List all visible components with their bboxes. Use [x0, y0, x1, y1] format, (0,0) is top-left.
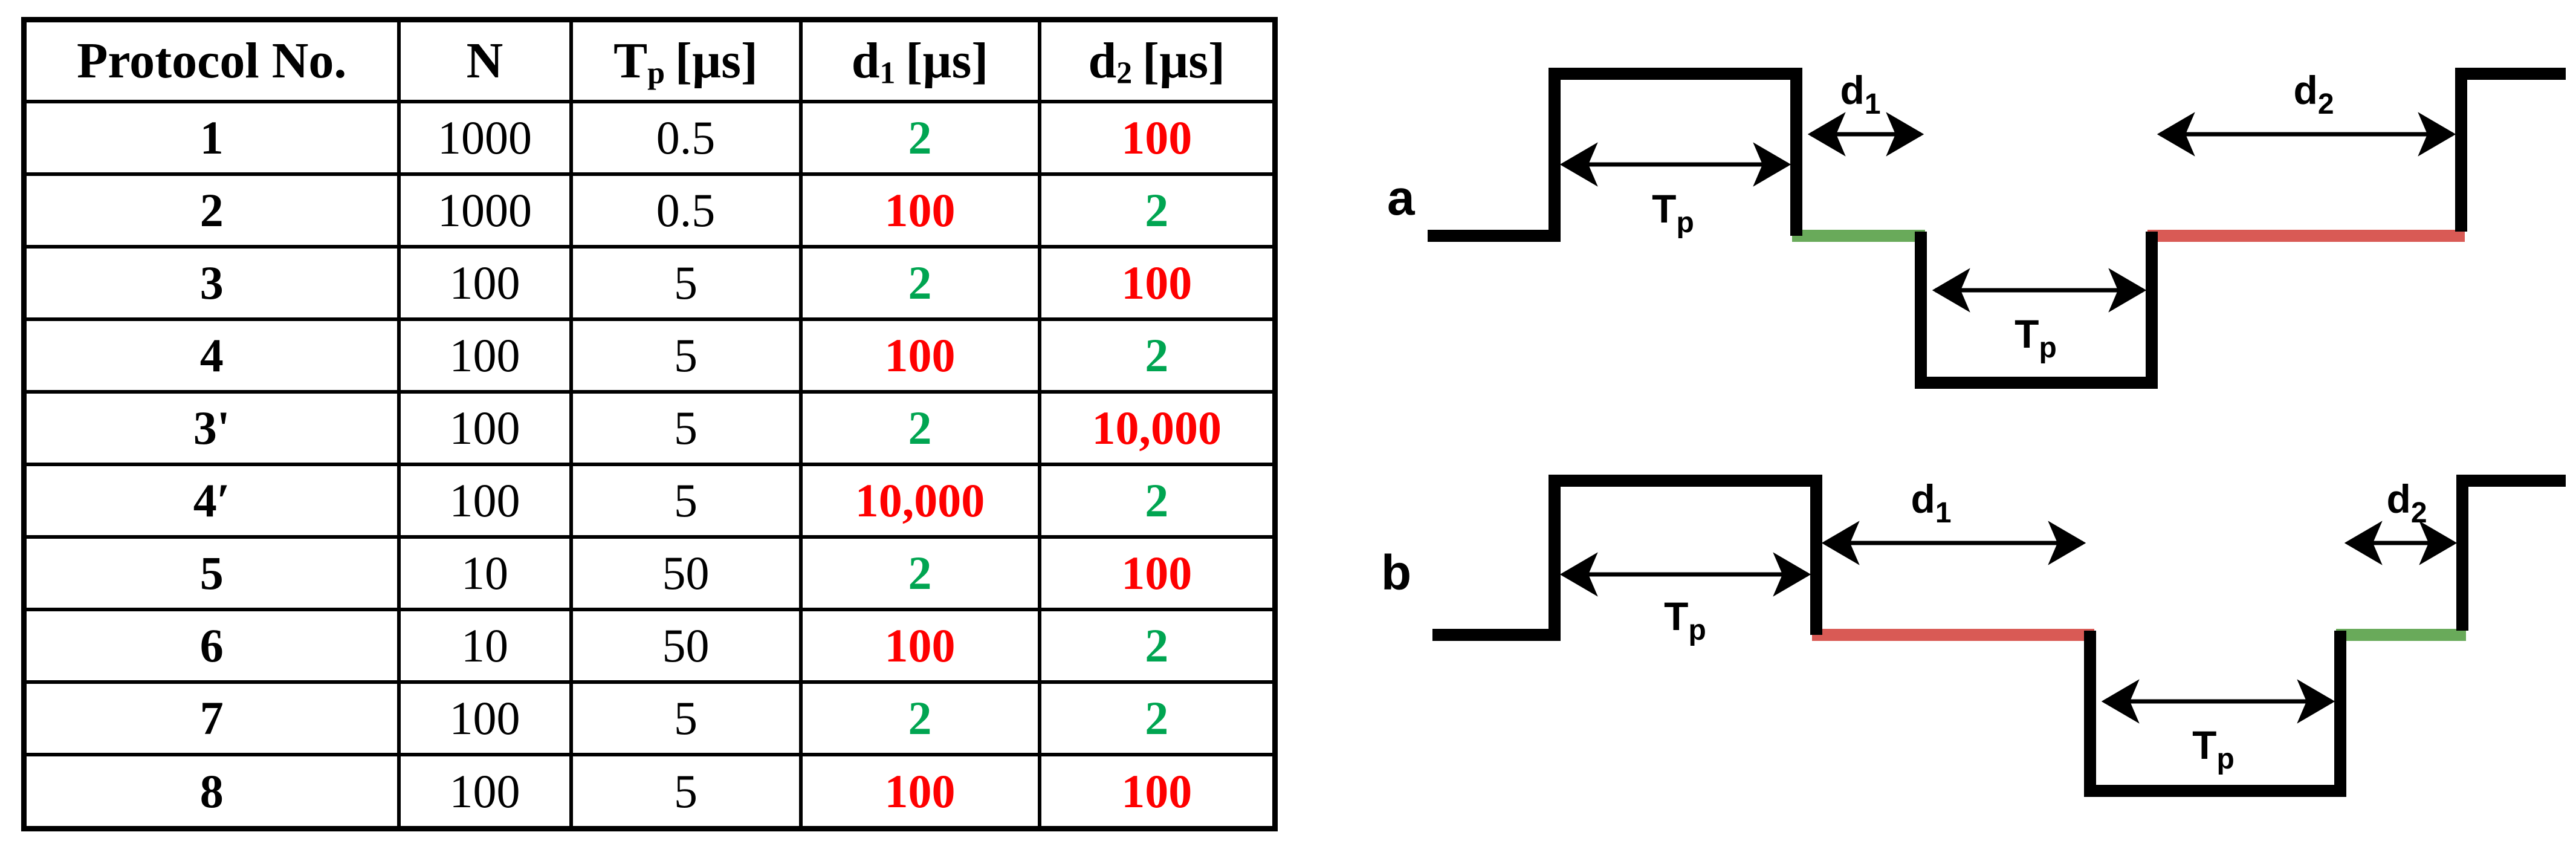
cell-tp: 5	[569, 245, 803, 322]
cell-protocol: 3'	[22, 390, 401, 467]
header-d2-sub: 2	[1116, 56, 1133, 91]
table-row: 4′ 100 5 10,000 2	[22, 463, 1277, 539]
cell-d2: 100	[1037, 535, 1277, 612]
header-d2-unit: [µs]	[1142, 32, 1226, 89]
trailing-pulse-edge	[2455, 68, 2566, 232]
diagram-b-label: b	[1381, 545, 1411, 600]
cell-tp: 0.5	[569, 172, 803, 249]
table-row: 2 1000 0.5 100 2	[22, 172, 1277, 249]
table-row: 5 10 50 2 100	[22, 535, 1277, 612]
cell-protocol: 3	[22, 245, 401, 322]
table-row: 7 100 5 2 2	[22, 680, 1277, 757]
cell-d1: 100	[798, 608, 1041, 684]
header-tp-base: T	[613, 32, 648, 89]
cell-d1: 2	[798, 390, 1041, 467]
cell-d1: 10,000	[798, 463, 1041, 539]
cell-protocol: 5	[22, 535, 401, 612]
header-d2: d2 [µs]	[1037, 18, 1277, 103]
negative-pulse-waveform	[2084, 631, 2346, 797]
cell-protocol: 6	[22, 608, 401, 684]
cell-d1: 2	[798, 245, 1041, 322]
cell-tp: 50	[569, 535, 803, 612]
header-tp-unit: [µs]	[675, 32, 758, 89]
cell-tp: 5	[569, 390, 803, 467]
cell-n: 1000	[396, 172, 573, 249]
cell-protocol: 2	[22, 172, 401, 249]
cell-n: 100	[396, 317, 573, 394]
cell-d1: 2	[798, 680, 1041, 757]
d1-label: d1	[1840, 68, 1880, 120]
cell-tp: 5	[569, 317, 803, 394]
cell-d1: 100	[798, 753, 1041, 831]
cell-n: 10	[396, 608, 573, 684]
cell-n: 100	[396, 680, 573, 757]
cell-d2: 2	[1037, 317, 1277, 394]
cell-d1: 100	[798, 317, 1041, 394]
cell-protocol: 7	[22, 680, 401, 757]
cell-d2: 100	[1037, 753, 1277, 831]
header-protocol: Protocol No.	[22, 18, 401, 103]
tp-label: Tp	[2015, 311, 2057, 364]
cell-tp: 50	[569, 608, 803, 684]
cell-n: 100	[396, 390, 573, 467]
cell-tp: 5	[569, 680, 803, 757]
cell-d2: 2	[1037, 608, 1277, 684]
header-d1-unit: [µs]	[905, 32, 989, 89]
cell-d2: 2	[1037, 680, 1277, 757]
positive-pulse-waveform	[1428, 68, 1802, 242]
cell-d2: 10,000	[1037, 390, 1277, 467]
cell-tp: 0.5	[569, 99, 803, 177]
cell-protocol: 1	[22, 99, 401, 177]
waveform-diagram-b: b Tp d1 d2 Tp	[1381, 475, 2566, 797]
protocol-table-panel: Protocol No. N Tp[µs] d1[µs] d2[µs] 1 10…	[21, 17, 1278, 831]
table-row: 1 1000 0.5 2 100	[22, 99, 1277, 177]
cell-n: 10	[396, 535, 573, 612]
d2-label: d2	[2293, 68, 2334, 120]
pulse-diagrams: a Tp d1 d2 Tp b Tp d	[1381, 68, 2566, 797]
cell-protocol: 4	[22, 317, 401, 394]
negative-pulse-waveform	[1915, 232, 2158, 389]
cell-tp: 5	[569, 753, 803, 831]
table-header-row: Protocol No. N Tp[µs] d1[µs] d2[µs]	[22, 18, 1277, 103]
d1-label: d1	[1911, 476, 1951, 529]
trailing-pulse-edge	[2456, 475, 2566, 631]
cell-d2: 2	[1037, 172, 1277, 249]
cell-d2: 100	[1037, 245, 1277, 322]
waveform-diagram-a: a Tp d1 d2 Tp	[1387, 68, 2566, 389]
header-n: N	[396, 18, 573, 103]
cell-d2: 100	[1037, 99, 1277, 177]
header-d1-sub: 1	[879, 56, 896, 91]
cell-protocol: 4′	[22, 463, 401, 539]
tp-label: Tp	[1664, 594, 1706, 646]
protocol-table: Protocol No. N Tp[µs] d1[µs] d2[µs] 1 10…	[21, 17, 1278, 831]
header-tp-sub: p	[647, 56, 665, 91]
cell-n: 1000	[396, 99, 573, 177]
header-d2-base: d	[1088, 32, 1117, 89]
table-row: 4 100 5 100 2	[22, 317, 1277, 394]
cell-n: 100	[396, 753, 573, 831]
header-d1-base: d	[851, 32, 880, 89]
cell-tp: 5	[569, 463, 803, 539]
d2-label: d2	[2386, 476, 2427, 529]
diagram-a-label: a	[1387, 171, 1416, 226]
header-tp: Tp [µs]	[569, 18, 803, 103]
tp-label: Tp	[1652, 186, 1694, 239]
cell-d1: 2	[798, 535, 1041, 612]
table-row: 3' 100 5 2 10,000	[22, 390, 1277, 467]
cell-n: 100	[396, 463, 573, 539]
cell-d1: 100	[798, 172, 1041, 249]
cell-d1: 2	[798, 99, 1041, 177]
cell-d2: 2	[1037, 463, 1277, 539]
table-row: 8 100 5 100 100	[22, 753, 1277, 831]
cell-n: 100	[396, 245, 573, 322]
cell-protocol: 8	[22, 753, 401, 831]
tp-label: Tp	[2192, 723, 2235, 775]
header-d1: d1 [µs]	[798, 18, 1041, 103]
table-row: 3 100 5 2 100	[22, 245, 1277, 322]
positive-pulse-waveform	[1432, 475, 1822, 641]
table-row: 6 10 50 100 2	[22, 608, 1277, 684]
